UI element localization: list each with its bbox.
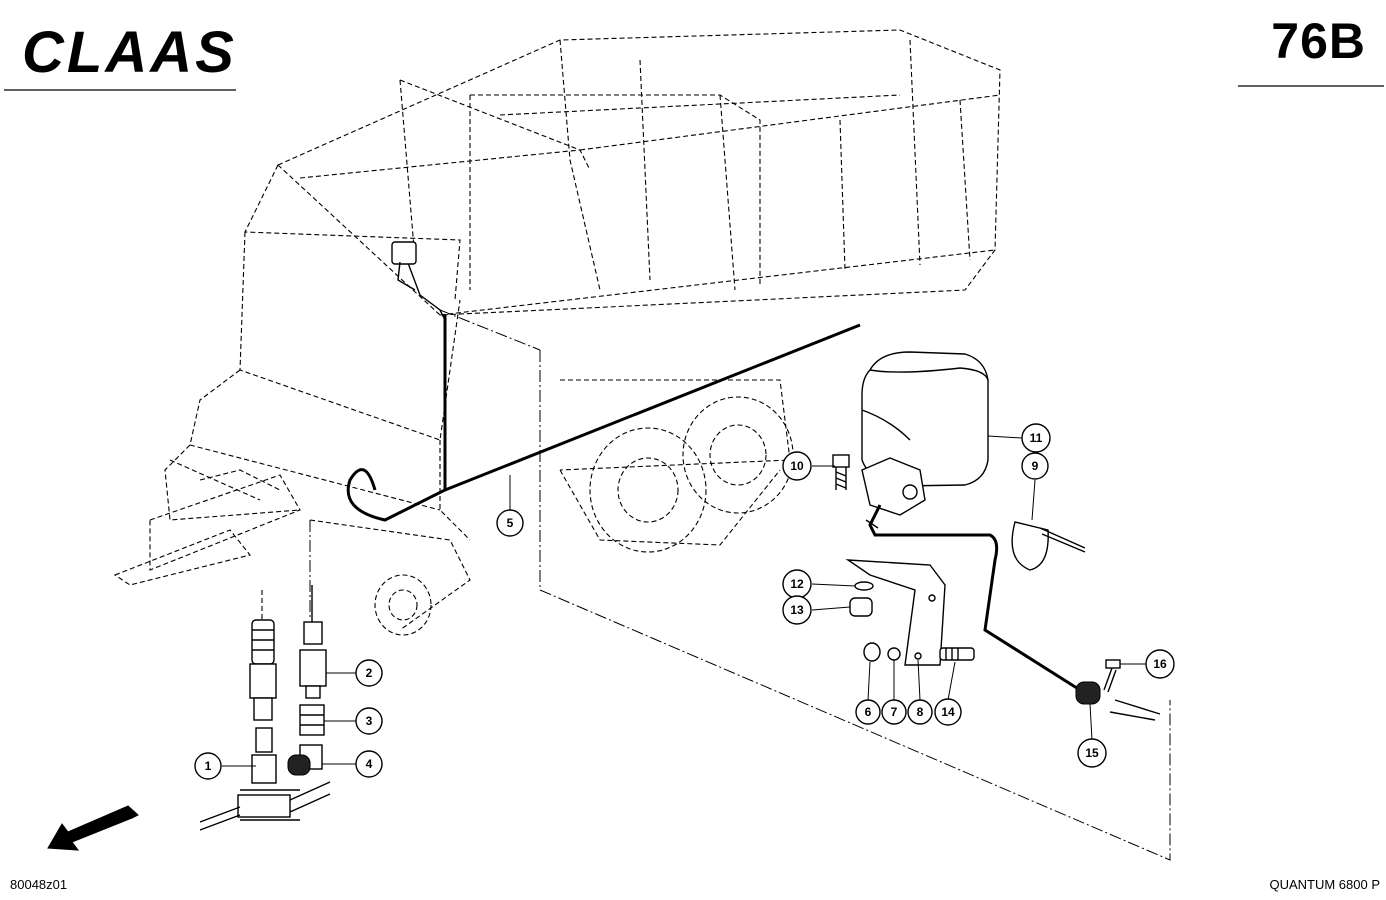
callout-15[interactable]: 15 [1077,738,1107,768]
callout-label: 8 [917,705,924,719]
callout-13[interactable]: 13 [782,595,812,625]
drawing-number: 80048z01 [10,877,68,892]
callout-14[interactable]: 14 [934,698,962,726]
callout-11[interactable]: 11 [1021,423,1051,453]
direction-arrow-icon [47,805,139,851]
reference-lines [309,309,1171,861]
brand-logo-text: CLAAS [22,22,237,80]
callout-label: 7 [891,705,898,719]
model-name: QUANTUM 6800 P [1269,877,1380,892]
callout-9[interactable]: 9 [1021,452,1049,480]
callout-label: 14 [941,705,955,719]
callout-1[interactable]: 1 [194,752,222,780]
callout-4[interactable]: 4 [355,750,383,778]
lamp-assembly [832,351,1161,721]
callout-leaders [222,435,1146,767]
callout-label: 15 [1085,746,1099,760]
callout-label: 3 [366,714,373,728]
wagon-outline [113,29,1001,636]
callout-label: 13 [790,603,804,617]
callout-label: 9 [1032,459,1039,473]
callout-label: 11 [1030,431,1043,445]
pneumatic-fittings [199,585,331,831]
callout-8[interactable]: 8 [907,699,933,725]
callout-label: 4 [366,757,373,771]
callout-7[interactable]: 7 [881,699,907,725]
callout-label: 1 [205,759,212,773]
callout-10[interactable]: 10 [782,451,812,481]
callout-label: 6 [865,705,872,719]
page-code: 76B [1271,13,1366,69]
callout-label: 10 [790,459,804,473]
callout-3[interactable]: 3 [355,707,383,735]
callout-12[interactable]: 12 [782,569,812,599]
callout-6[interactable]: 6 [855,699,881,725]
callout-2[interactable]: 2 [355,659,383,687]
callout-5[interactable]: 5 [496,509,524,537]
cable-harness [346,241,861,522]
callout-16[interactable]: 16 [1145,649,1175,679]
callout-label: 2 [366,666,373,680]
brand-logo: CLAAS [18,20,243,85]
callout-label: 16 [1153,657,1167,671]
callout-label: 12 [790,577,804,591]
callout-label: 5 [507,516,514,530]
